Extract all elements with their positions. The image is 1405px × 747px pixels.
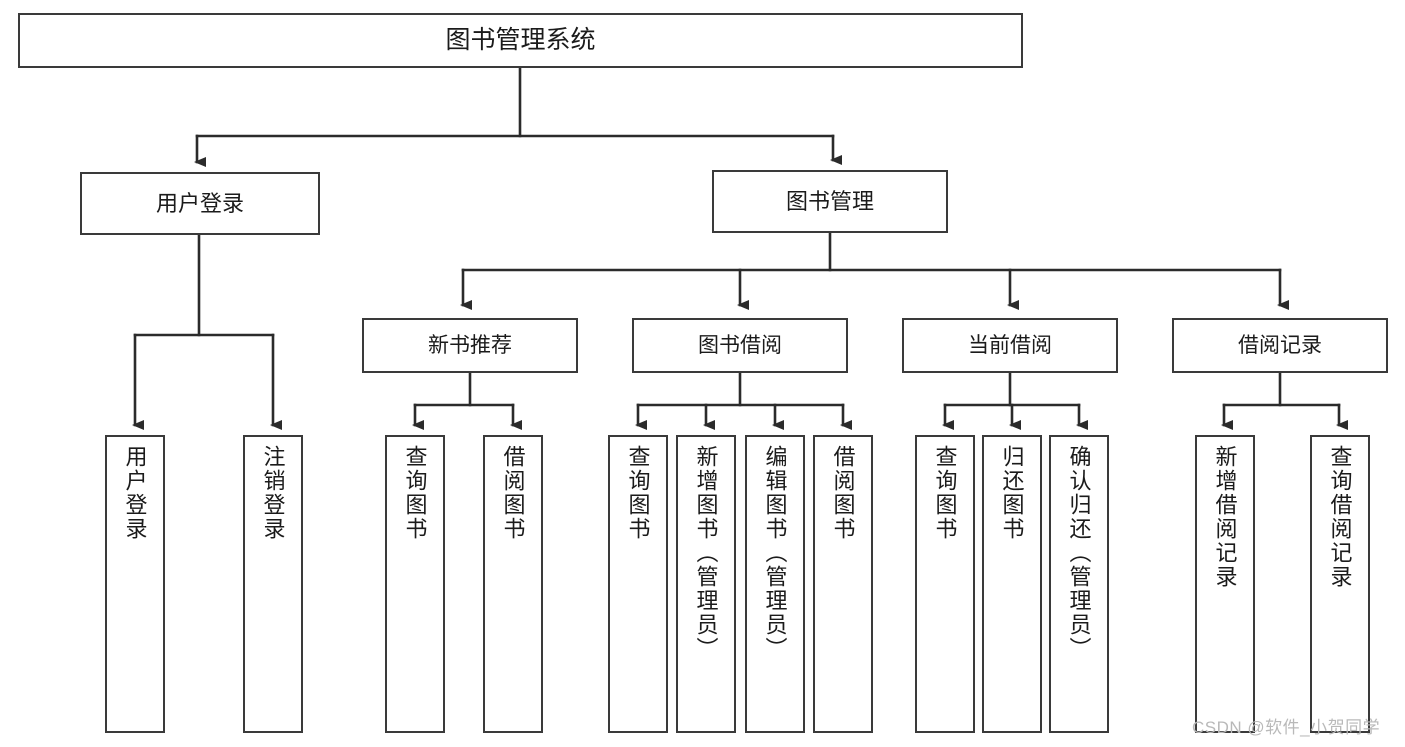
leaf-add-record-label: 新增借阅记录: [1212, 445, 1238, 589]
leaf-user-login[interactable]: 用户登录: [105, 435, 165, 733]
leaf-logout-label: 注销登录: [260, 445, 286, 541]
leaf-query-book-2-label: 查询图书: [625, 445, 651, 541]
node-book-manage[interactable]: 图书管理: [712, 170, 948, 233]
node-new-book-recommend[interactable]: 新书推荐: [362, 318, 578, 373]
node-current-borrow[interactable]: 当前借阅: [902, 318, 1118, 373]
leaf-query-book-3-label: 查询图书: [932, 445, 958, 541]
leaf-borrow-book-2[interactable]: 借阅图书: [813, 435, 873, 733]
leaf-return-book[interactable]: 归还图书: [982, 435, 1042, 733]
leaf-add-book[interactable]: 新增图书（管理员）: [676, 435, 736, 733]
leaf-confirm-return-label: 确认归还（管理员）: [1066, 445, 1092, 661]
leaf-borrow-book-1[interactable]: 借阅图书: [483, 435, 543, 733]
leaf-query-book-2[interactable]: 查询图书: [608, 435, 668, 733]
node-book-borrow[interactable]: 图书借阅: [632, 318, 848, 373]
leaf-borrow-book-2-label: 借阅图书: [830, 445, 856, 541]
node-book-manage-label: 图书管理: [785, 188, 874, 214]
leaf-add-record[interactable]: 新增借阅记录: [1195, 435, 1255, 733]
leaf-add-book-label: 新增图书（管理员）: [693, 445, 719, 661]
leaf-confirm-return[interactable]: 确认归还（管理员）: [1049, 435, 1109, 733]
leaf-logout[interactable]: 注销登录: [243, 435, 303, 733]
leaf-query-record[interactable]: 查询借阅记录: [1310, 435, 1370, 733]
watermark: CSDN @软件_小贺同学: [1192, 718, 1381, 737]
leaf-edit-book[interactable]: 编辑图书（管理员）: [745, 435, 805, 733]
leaf-query-book-1[interactable]: 查询图书: [385, 435, 445, 733]
node-user-login-label: 用户登录: [155, 190, 244, 216]
node-root[interactable]: 图书管理系统: [18, 13, 1023, 68]
node-new-book-recommend-label: 新书推荐: [428, 334, 512, 357]
leaf-borrow-book-1-label: 借阅图书: [500, 445, 526, 541]
leaf-edit-book-label: 编辑图书（管理员）: [762, 445, 788, 661]
leaf-query-book-3[interactable]: 查询图书: [915, 435, 975, 733]
node-root-label: 图书管理系统: [445, 26, 596, 54]
leaf-return-book-label: 归还图书: [999, 445, 1025, 541]
node-current-borrow-label: 当前借阅: [968, 334, 1052, 357]
node-borrow-record-label: 借阅记录: [1238, 334, 1322, 357]
leaf-user-login-label: 用户登录: [122, 445, 148, 541]
leaf-query-book-1-label: 查询图书: [402, 445, 428, 541]
node-book-borrow-label: 图书借阅: [698, 334, 782, 357]
node-borrow-record[interactable]: 借阅记录: [1172, 318, 1388, 373]
leaf-query-record-label: 查询借阅记录: [1327, 445, 1353, 589]
node-user-login[interactable]: 用户登录: [80, 172, 320, 235]
